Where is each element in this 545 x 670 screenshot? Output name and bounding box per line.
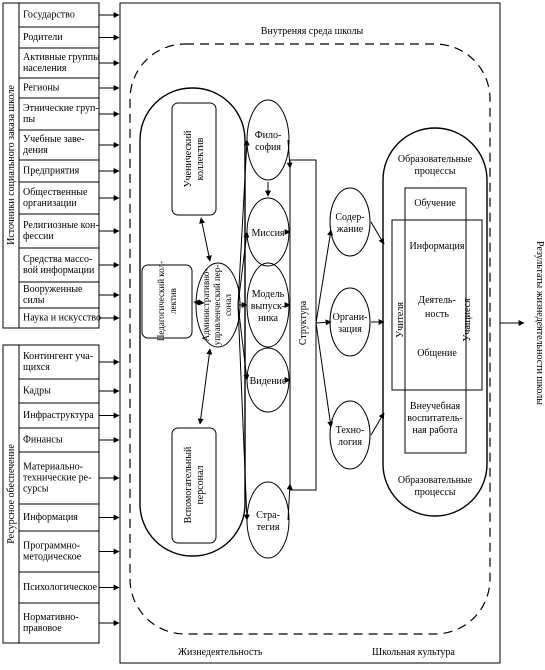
component-ellipse [329, 187, 371, 257]
learning-label: Обучение [414, 198, 456, 209]
resource-item: Инфраструктура [23, 410, 94, 421]
admin-to-elements-arrows [237, 139, 271, 521]
element-label: Фило-софия [255, 130, 282, 153]
communication-label: Общение [417, 348, 457, 359]
svg-text:управленческий пер-: управленческий пер- [212, 265, 222, 346]
admin-personnel-label: Административно- управленческий пер- сон… [201, 265, 233, 346]
svg-text:Ученический: Ученический [183, 130, 194, 188]
svg-text:персонал: персонал [195, 465, 206, 504]
social-order-item: Государство [23, 10, 75, 21]
teachers-label: Учителя [395, 302, 406, 338]
social-order-item: Предприятия [23, 166, 80, 177]
component-ellipse [329, 400, 371, 470]
resource-item: Информация [23, 512, 78, 523]
resources-panel: Ресурсное обеспечение Контингент уча-щих… [2, 344, 100, 644]
social-order-item: Этнические груп-пы [23, 103, 99, 125]
student-collective-label: Ученический коллектив [183, 130, 206, 188]
school-culture-label: Школьная культура [372, 647, 455, 658]
svg-text:сонал: сонал [223, 294, 233, 316]
element-label: Стра-тегия [256, 510, 280, 533]
activity-label: Деятель-ность [418, 295, 456, 320]
educational-process-oval [382, 127, 488, 517]
information-label: Информация [410, 241, 465, 252]
pedagogical-collective-label: Педагогический кол- лектив [156, 261, 178, 341]
svg-text:лектив: лектив [168, 288, 178, 314]
structure-to-components-arrows [315, 229, 334, 428]
environment-frame [119, 2, 501, 664]
social-order-item: Наука и искусство [23, 313, 101, 324]
school-culture-boundary [129, 43, 491, 635]
svg-text:Административно-: Административно- [201, 269, 211, 342]
components-to-process-arrows [370, 221, 385, 436]
life-activity-label: Жизнедеятельность [178, 647, 263, 658]
social-order-item: Религиозные кон-фессии [23, 220, 99, 242]
resources-vertical-label: Ресурсное обеспечение [6, 444, 17, 544]
pedagogical-collective-box [141, 264, 193, 339]
interaction-box [391, 219, 483, 391]
support-personnel-box [171, 427, 217, 544]
structure-label: Структура [298, 300, 309, 345]
support-personnel-label: Вспомогательный персонал [183, 446, 206, 523]
element-label: Видение [250, 376, 287, 387]
element-label: Миссия [251, 228, 284, 239]
component-label: Органи-зация [333, 312, 368, 335]
elements-to-structure-arrows [284, 139, 293, 521]
social-order-item: Средства массо-вой информации [23, 254, 95, 276]
social-order-item: Родители [23, 32, 63, 43]
results-vertical-label: Результаты жизнедеятельности школы [534, 241, 545, 405]
resource-item: Материально-технические ре-сурсы [23, 462, 91, 495]
input-arrows [99, 12, 120, 626]
environment-title: Внутреняя среда школы [261, 26, 364, 37]
resource-item: Финансы [23, 435, 63, 446]
resource-item: Программно-методическое [23, 541, 82, 563]
social-order-vertical-label: Источники социального заказа школе [6, 85, 17, 245]
resource-item: Контингент уча-щихся [23, 351, 93, 373]
social-order-item: Учебные заве-дения [23, 134, 84, 156]
resource-item: Психологическое [23, 582, 98, 593]
svg-text:Педагогический кол-: Педагогический кол- [156, 261, 166, 341]
collectives-oval [139, 87, 246, 557]
svg-text:коллектив: коллектив [195, 137, 206, 180]
resource-item: Кадры [23, 386, 51, 397]
student-collective-box [171, 102, 217, 216]
resource-item: Нормативно-правовое [23, 612, 79, 634]
component-label: Техно-логия [336, 425, 365, 448]
students-label: Учащиеся [462, 298, 473, 342]
component-label: Содер-жание [335, 212, 364, 235]
svg-text:Вспомогательный: Вспомогательный [183, 446, 194, 523]
social-order-item: Регионы [23, 83, 60, 94]
social-order-panel: Источники социального заказа школе Госуд… [2, 2, 101, 329]
learning-box [404, 187, 467, 454]
